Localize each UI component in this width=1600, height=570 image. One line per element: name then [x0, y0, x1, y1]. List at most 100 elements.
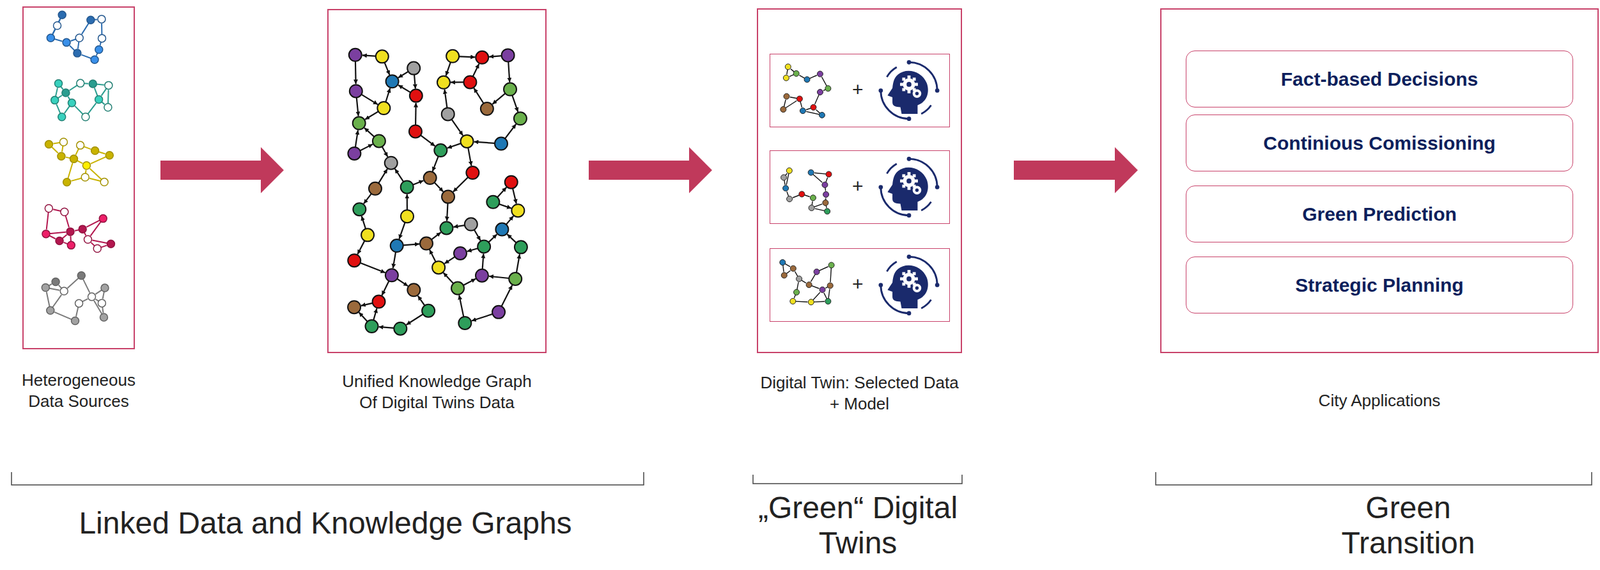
graph-vertex: [386, 74, 399, 88]
graph-vertex: [75, 299, 84, 307]
application-name: Green Prediction: [1302, 203, 1457, 226]
graph-vertex: [407, 62, 420, 75]
graph-vertex: [793, 70, 800, 77]
graph-vertex: [818, 111, 825, 118]
flow-arrow: [1013, 147, 1138, 194]
graph-vertex: [377, 101, 390, 115]
graph-vertex: [77, 271, 86, 280]
graph-vertex: [781, 272, 787, 279]
source-graph-icon: [51, 79, 113, 121]
graph-vertex: [781, 174, 787, 181]
graph-vertex: [58, 10, 66, 19]
graph-vertex: [419, 237, 433, 250]
graph-vertex: [466, 166, 479, 179]
graph-vertex: [813, 268, 820, 275]
graph-vertex: [810, 104, 817, 110]
graph-vertex: [393, 322, 407, 335]
graph-vertex: [88, 79, 97, 88]
graph-vertex: [790, 297, 796, 304]
application-box: Continious Comissioning: [1185, 114, 1574, 172]
graph-vertex: [511, 203, 525, 217]
applications-panel: City ApplicationsFact-based DecisionsCon…: [1160, 8, 1599, 353]
graph-vertex: [822, 181, 828, 188]
graph-vertex: [41, 283, 50, 291]
graph-vertex: [809, 194, 816, 201]
application-name: Continious Comissioning: [1263, 132, 1496, 155]
graph-vertex: [807, 169, 814, 176]
graph-vertex: [475, 51, 489, 64]
graph-vertex: [44, 140, 53, 149]
graph-vertex: [99, 214, 107, 223]
graph-vertex: [352, 202, 366, 216]
graph-vertex: [100, 178, 109, 187]
application-box: Fact-based Decisions: [1185, 50, 1574, 108]
graph-vertex: [352, 116, 366, 130]
graph-vertex: [368, 182, 382, 195]
graph-vertex: [514, 240, 528, 254]
graph-vertex: [106, 239, 115, 248]
flow-arrow: [160, 147, 284, 194]
twin-box: +: [769, 248, 950, 322]
panel-caption: Unified Knowledge Graph Of Digital Twins…: [331, 370, 543, 413]
graph-vertex: [69, 154, 78, 163]
graph-vertex: [503, 83, 517, 96]
graph-vertex: [51, 96, 59, 105]
graph-vertex: [513, 111, 527, 125]
graph-vertex: [799, 108, 806, 114]
graph-vertex: [796, 95, 803, 102]
source-panel: Heterogeneous Data Sources: [22, 6, 135, 350]
graph-vertex: [464, 217, 478, 231]
section-label: Green Transition: [1312, 489, 1505, 560]
graph-vertex: [480, 102, 494, 116]
graph-vertex: [790, 265, 796, 272]
graph-vertex: [62, 38, 71, 47]
graph-vertex: [477, 239, 491, 253]
source-graph-icon: [41, 271, 109, 325]
graph-vertex: [501, 48, 515, 62]
graph-vertex: [349, 84, 363, 98]
graph-vertex: [42, 230, 50, 238]
graph-vertex: [409, 89, 423, 103]
graph-vertex: [783, 74, 789, 81]
graph-vertex: [71, 317, 80, 325]
graph-vertex: [446, 49, 459, 63]
bracket: [11, 471, 644, 485]
graph-vertex: [808, 204, 815, 211]
twin-box: +: [769, 150, 950, 224]
graph-vertex: [86, 15, 95, 24]
section-label: Linked Data and Knowledge Graphs: [5, 504, 645, 541]
graph-vertex: [67, 240, 75, 249]
graph-vertex: [421, 304, 435, 318]
graph-vertex: [495, 223, 509, 236]
twin-graph-icon: [780, 63, 832, 118]
graph-vertex: [819, 286, 826, 293]
graph-vertex: [73, 49, 82, 57]
graph-vertex: [100, 283, 109, 292]
graph-vertex: [95, 95, 103, 103]
graph-vertex: [825, 171, 832, 178]
graph-vertex: [53, 21, 62, 30]
graph-vertex: [441, 190, 455, 204]
graph-vertex: [784, 63, 791, 70]
graph-vertex: [825, 297, 832, 304]
graph-vertex: [385, 268, 399, 282]
graph-vertex: [60, 207, 69, 216]
graph-vertex: [365, 319, 379, 333]
graph-vertex: [423, 171, 437, 185]
graph-vertex: [81, 113, 90, 121]
digital-twin-panel: Digital Twin: Selected Data + Model+++: [756, 8, 963, 353]
twin-graph-icon: [779, 259, 835, 305]
graph-vertex: [347, 147, 361, 160]
graph-vertex: [88, 292, 96, 301]
application-box: Strategic Planning: [1185, 256, 1574, 314]
source-graph-icon: [42, 204, 116, 253]
graph-vertex: [827, 282, 833, 289]
graph-vertex: [59, 138, 68, 146]
graph-vertex: [78, 225, 87, 233]
graph-vertex: [475, 269, 489, 282]
graph-vertex: [347, 253, 361, 267]
graph-vertex: [807, 299, 814, 305]
ai-model-icon: [878, 60, 940, 121]
graph-vertex: [804, 76, 810, 83]
graph-vertex: [508, 272, 522, 286]
